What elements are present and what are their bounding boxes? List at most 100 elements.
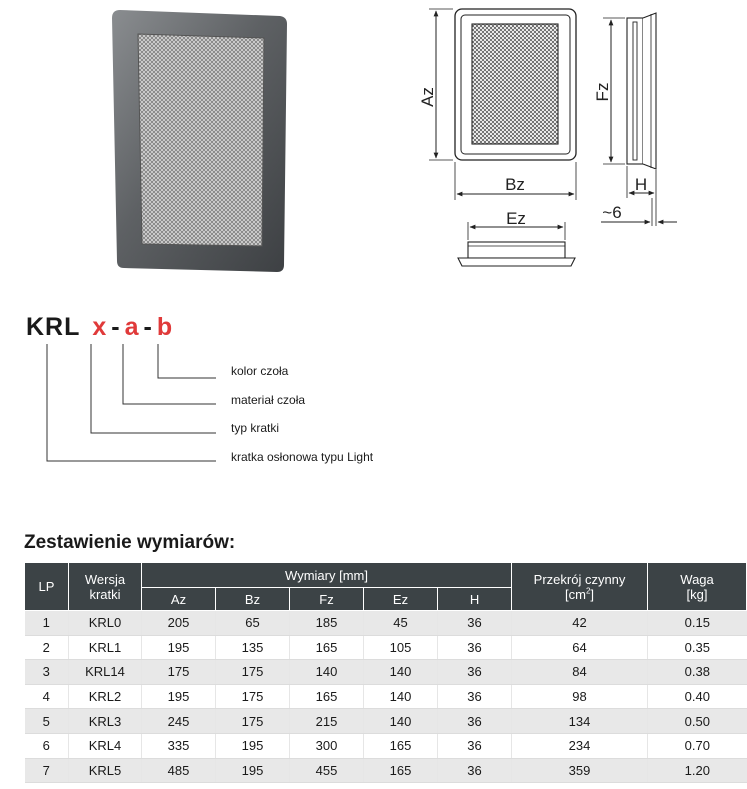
cell-lp: 5 bbox=[24, 708, 69, 734]
cell-weight: 0.38 bbox=[647, 659, 747, 685]
cell-h: 36 bbox=[436, 610, 512, 636]
cell-weight: 0.70 bbox=[647, 733, 747, 759]
cell-lp: 3 bbox=[24, 659, 69, 685]
cell-bz: 175 bbox=[215, 659, 290, 685]
cell-weight: 0.35 bbox=[647, 635, 747, 661]
code-x: x bbox=[92, 313, 108, 341]
cell-h: 36 bbox=[436, 684, 512, 710]
label-thickness: ~6 bbox=[602, 203, 621, 222]
legend-grille-light: kratka osłonowa typu Light bbox=[231, 450, 374, 464]
label-bz: Bz bbox=[505, 175, 525, 194]
cell-weight: 0.40 bbox=[647, 684, 747, 710]
cell-fz: 140 bbox=[289, 659, 364, 685]
cell-section: 98 bbox=[511, 684, 648, 710]
code-base: KRL bbox=[26, 313, 81, 341]
label-ez: Ez bbox=[506, 209, 526, 228]
code-dash-2: - bbox=[143, 313, 153, 341]
cell-lp: 2 bbox=[24, 635, 69, 661]
cell-ez: 140 bbox=[363, 684, 438, 710]
cell-section: 359 bbox=[511, 758, 648, 784]
dimension-drawings: Az Bz Fz H Ez ~6 bbox=[418, 8, 677, 267]
cell-fz: 215 bbox=[289, 708, 364, 734]
header-fz: Fz bbox=[289, 587, 364, 611]
header-section-label: Przekrój czynny bbox=[533, 571, 626, 587]
cell-az: 485 bbox=[141, 758, 216, 784]
cell-az: 335 bbox=[141, 733, 216, 759]
legend-face-color: kolor czoła bbox=[231, 364, 289, 378]
code-b: b bbox=[156, 313, 174, 341]
header-section-unit-post: ] bbox=[590, 586, 595, 602]
cell-section: 234 bbox=[511, 733, 648, 759]
code-leader-lines bbox=[46, 344, 216, 462]
header-dimensions: Wymiary [mm] bbox=[140, 562, 513, 588]
cell-section: 84 bbox=[511, 659, 648, 685]
cell-version: KRL4 bbox=[68, 733, 142, 759]
header-az: Az bbox=[141, 587, 216, 611]
cell-section: 64 bbox=[511, 635, 648, 661]
header-lp: LP bbox=[24, 562, 69, 611]
cell-bz: 195 bbox=[215, 758, 290, 784]
cell-bz: 195 bbox=[215, 733, 290, 759]
cell-bz: 135 bbox=[215, 635, 290, 661]
header-section: Przekrój czynny [cm2] bbox=[511, 562, 649, 611]
cell-h: 36 bbox=[436, 758, 512, 784]
cell-h: 36 bbox=[436, 659, 512, 685]
cell-ez: 105 bbox=[363, 635, 438, 661]
cell-ez: 140 bbox=[363, 659, 438, 685]
cell-ez: 165 bbox=[363, 733, 438, 759]
cell-weight: 0.50 bbox=[647, 708, 747, 734]
header-h: H bbox=[436, 587, 513, 611]
header-version: Wersja kratki bbox=[68, 562, 142, 611]
cell-section: 42 bbox=[511, 610, 648, 636]
header-weight-unit: [kg] bbox=[686, 586, 708, 602]
bottom-view-drawing bbox=[457, 222, 576, 267]
header-weight: Waga [kg] bbox=[647, 562, 747, 611]
cell-ez: 140 bbox=[363, 708, 438, 734]
code-a: a bbox=[124, 313, 140, 341]
cell-version: KRL14 bbox=[68, 659, 142, 685]
cell-version: KRL5 bbox=[68, 758, 142, 784]
cell-h: 36 bbox=[436, 635, 512, 661]
cell-bz: 175 bbox=[215, 684, 290, 710]
cell-fz: 455 bbox=[289, 758, 364, 784]
cell-ez: 45 bbox=[363, 610, 438, 636]
grille-photo bbox=[112, 10, 287, 272]
cell-az: 195 bbox=[141, 635, 216, 661]
cell-fz: 165 bbox=[289, 684, 364, 710]
code-dash-1: - bbox=[111, 313, 121, 341]
cell-weight: 0.15 bbox=[647, 610, 747, 636]
header-ez: Ez bbox=[363, 587, 438, 611]
label-az: Az bbox=[418, 87, 437, 107]
cell-lp: 1 bbox=[24, 610, 69, 636]
cell-az: 195 bbox=[141, 684, 216, 710]
cell-lp: 4 bbox=[24, 684, 69, 710]
cell-section: 134 bbox=[511, 708, 648, 734]
label-fz: Fz bbox=[593, 83, 612, 102]
cell-az: 205 bbox=[141, 610, 216, 636]
label-h: H bbox=[635, 175, 647, 194]
cell-fz: 185 bbox=[289, 610, 364, 636]
cell-lp: 6 bbox=[24, 733, 69, 759]
cell-fz: 300 bbox=[289, 733, 364, 759]
legend-grille-type: typ kratki bbox=[231, 421, 280, 435]
header-weight-label: Waga bbox=[680, 571, 714, 587]
side-view-drawing bbox=[601, 12, 677, 226]
cell-version: KRL3 bbox=[68, 708, 142, 734]
front-view-drawing bbox=[429, 8, 577, 200]
cell-bz: 65 bbox=[215, 610, 290, 636]
header-section-unit-pre: [cm bbox=[565, 586, 586, 602]
cell-version: KRL2 bbox=[68, 684, 142, 710]
cell-lp: 7 bbox=[24, 758, 69, 784]
cell-az: 245 bbox=[141, 708, 216, 734]
header-section-unit-sup: 2 bbox=[585, 586, 591, 596]
cell-az: 175 bbox=[141, 659, 216, 685]
cell-ez: 165 bbox=[363, 758, 438, 784]
